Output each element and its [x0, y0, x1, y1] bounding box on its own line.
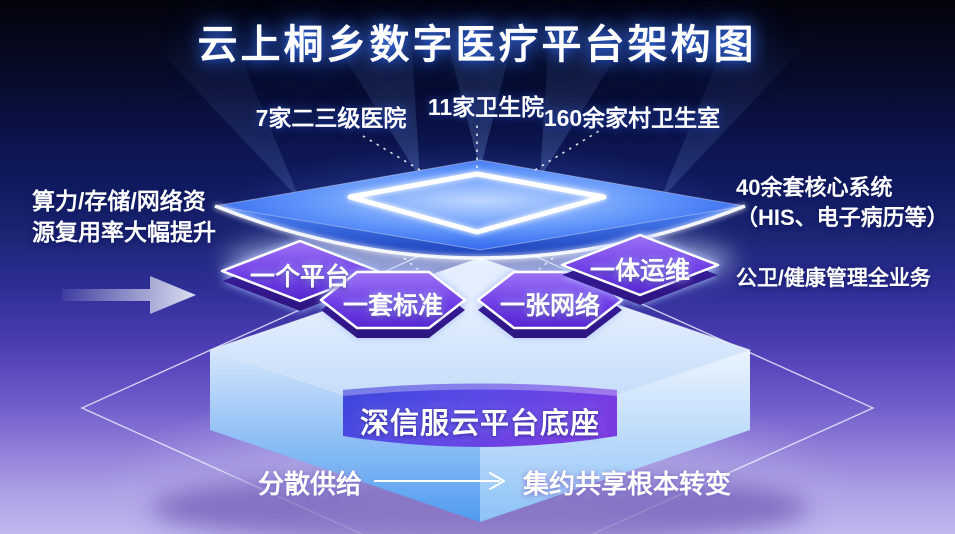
tile-one-network	[476, 270, 624, 338]
page-title: 云上桐乡数字医疗平台架构图	[197, 23, 757, 67]
transform-arrow-icon	[374, 472, 505, 490]
light-beams	[140, 12, 820, 200]
left-benefit-line2: 源复用率大幅提升	[32, 219, 216, 245]
tile-label-network: 一张网络	[499, 292, 601, 320]
top-label-health-centers: 11家卫生院	[427, 94, 545, 120]
core-systems-text: 40余套核心系统 （HIS、电子病历等）	[736, 173, 949, 233]
top-label-hospitals: 7家二三级医院	[255, 105, 407, 131]
tile-one-standard	[319, 270, 467, 338]
tile-label-operations: 一体运维	[589, 257, 691, 285]
resource-arrow-icon	[62, 276, 196, 314]
top-label-village-clinics: 160余家村卫生室	[543, 105, 721, 131]
core-systems-line1: 40余套核心系统	[736, 175, 893, 200]
tile-label-platform: 一个平台	[249, 263, 351, 291]
tile-one-operations	[560, 233, 720, 305]
cloud-base-banner	[343, 383, 617, 447]
label-connectors	[357, 120, 600, 282]
tile-label-standard: 一套标准	[342, 292, 444, 320]
left-benefit-text: 算力/存储/网络资 源复用率大幅提升	[32, 186, 216, 248]
core-systems-line2: （HIS、电子病历等）	[736, 205, 949, 230]
left-benefit-line1: 算力/存储/网络资	[32, 188, 206, 214]
platform-neon-outline	[347, 171, 607, 235]
public-health-text: 公卫/健康管理全业务	[736, 267, 931, 290]
cloud-base-label: 深信服云平台底座	[359, 408, 601, 440]
transform-to-label: 集约共享根本转变	[522, 469, 732, 499]
transform-from-label: 分散供给	[257, 469, 363, 499]
